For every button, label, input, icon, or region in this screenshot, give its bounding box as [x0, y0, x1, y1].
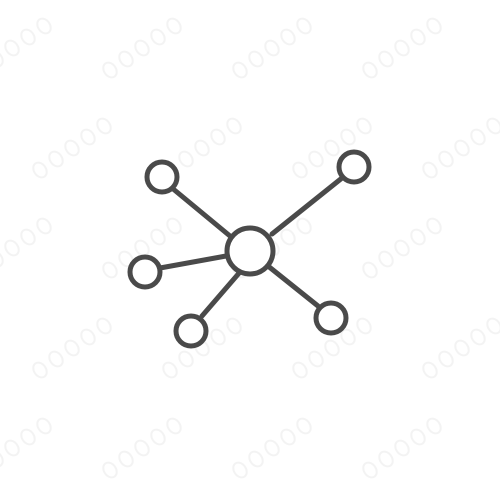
node-top-right [336, 149, 372, 185]
node-bottom-left [173, 313, 209, 349]
connector-bottom-left [199, 269, 243, 319]
node-bottom-right [313, 300, 349, 336]
connector-top-left [169, 185, 233, 239]
hub-node [224, 225, 276, 277]
node-top-left [144, 159, 180, 195]
connector-left [157, 253, 229, 271]
connector-top-right [269, 175, 345, 237]
node-left [127, 254, 163, 290]
connector-bottom-right [265, 263, 321, 309]
